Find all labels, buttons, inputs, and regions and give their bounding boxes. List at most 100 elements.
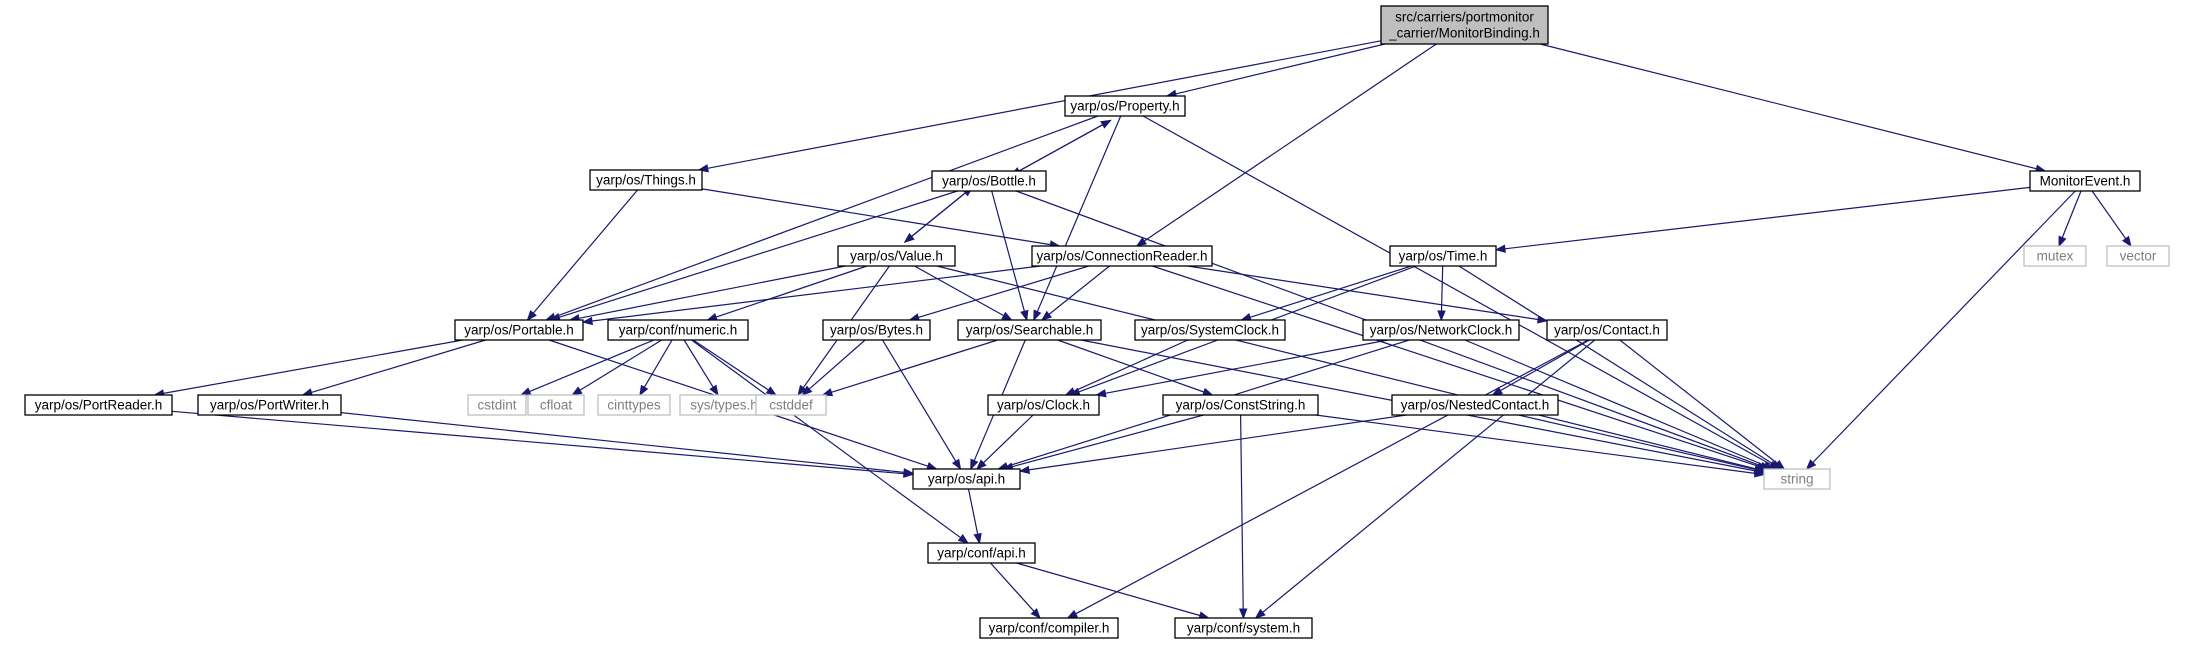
node-portreader[interactable]: yarp/os/PortReader.h [24,394,173,416]
edge-line [1143,43,1437,242]
node-cstdint: cstdint [467,394,527,416]
node-monitorevent[interactable]: MonitorEvent.h [2029,170,2141,192]
edges-layer [153,40,2132,620]
node-property[interactable]: yarp/os/Property.h [1064,95,1186,117]
node-box [979,617,1119,639]
edge-numeric-to-cstdint [519,339,655,396]
edge-arrowhead [519,387,532,396]
edge-arrowhead [1020,309,1029,322]
node-label: yarp/os/Portable.h [464,323,574,338]
node-confapi[interactable]: yarp/conf/api.h [927,542,1036,564]
node-value[interactable]: yarp/os/Value.h [837,245,956,267]
node-label: yarp/conf/compiler.h [989,621,1110,636]
edge-time-to-sysclock [1240,265,1412,322]
node-cstddef: cstddef [755,394,827,416]
edge-arrowhead [709,384,719,397]
node-label: _carrier/MonitorBinding.h [1388,26,1540,41]
node-netclock[interactable]: yarp/os/NetworkClock.h [1362,319,1520,341]
edge-line [532,189,638,314]
edge-line [982,414,1034,464]
node-box [957,319,1102,341]
edge-line [1075,339,1589,615]
edge-contact-to-compiler [1066,339,1589,619]
edge-line [990,562,1035,612]
edge-arrowhead [1100,119,1112,129]
edge-value-to-string [936,265,1766,473]
node-box [1763,468,1831,490]
edge-searchable-to-conststring [1057,339,1214,396]
node-portwriter[interactable]: yarp/os/PortWriter.h [197,394,342,416]
node-searchable[interactable]: yarp/os/Searchable.h [957,319,1102,341]
node-portable[interactable]: yarp/os/Portable.h [454,319,584,341]
node-time[interactable]: yarp/os/Time.h [1389,245,1497,267]
node-bytes[interactable]: yarp/os/Bytes.h [822,319,931,341]
node-box [1031,245,1213,267]
edge-searchable-to-cstddef [821,339,998,397]
node-systypes: sys/types.h [679,394,769,416]
edge-line [1440,265,1444,312]
edge-arrowhead [801,385,813,396]
edge-arrowhead [1805,459,1817,470]
edge-numeric-to-cstddef [692,339,778,396]
edge-arrowhead [970,458,979,471]
edge-value-to-numeric [706,265,868,321]
edge-line [1249,265,1412,318]
edge-line [707,40,1382,169]
node-label: cinttypes [607,398,661,413]
edge-arrowhead [1033,309,1042,322]
node-label: cstdint [477,398,516,413]
edge-line [991,190,1025,312]
edge-root-to-monitorevent [1539,43,2047,173]
node-label: yarp/os/Bottle.h [942,174,1036,189]
edge-line [1142,115,1772,466]
edge-line [340,412,905,473]
edge-nestedcontact-to-string [1518,414,1766,474]
node-bottle[interactable]: yarp/os/Bottle.h [931,170,1047,192]
node-connreader[interactable]: yarp/os/ConnectionReader.h [1031,245,1213,267]
edge-line [2091,190,2127,240]
edge-line [1240,414,1244,610]
edge-bytes-to-osapi [881,339,962,471]
edge-portable-to-portreader [153,339,464,398]
edge-arrowhead [975,459,987,470]
edge-property-to-searchable [1033,115,1122,322]
node-conststring[interactable]: yarp/os/ConstString.h [1162,394,1319,416]
edge-arrowhead [1066,609,1079,619]
edge-line [914,265,1004,317]
node-box [1362,319,1520,341]
node-root[interactable]: src/carriers/portmonitor_carrier/Monitor… [1380,5,1549,45]
edge-monitorevent-to-vector [2091,190,2132,248]
node-sysclock[interactable]: yarp/os/SystemClock.h [1134,319,1286,341]
node-box [1391,394,1559,416]
edge-sysclock-to-clock [1064,339,1189,396]
node-box [987,394,1100,416]
node-osapi[interactable]: yarp/os/api.h [912,468,1021,490]
node-clock[interactable]: yarp/os/Clock.h [987,394,1100,416]
edge-arrowhead [571,386,583,396]
node-contact[interactable]: yarp/os/Contact.h [1546,319,1668,341]
node-nestedcontact[interactable]: yarp/os/NestedContact.h [1391,394,1559,416]
node-compiler[interactable]: yarp/conf/compiler.h [979,617,1119,639]
edge-connreader-to-contact [1187,265,1549,324]
edge-arrowhead [797,384,807,397]
edge-numeric-to-cfloat [571,339,663,396]
edge-line [701,188,1051,246]
edge-line [1016,562,1201,617]
edge-arrowhead [957,534,970,544]
edge-line [1073,339,1189,392]
edge-arrowhead [1491,386,1503,396]
node-label: yarp/conf/system.h [1187,621,1300,636]
node-things[interactable]: yarp/os/Things.h [589,169,703,191]
node-numeric[interactable]: yarp/conf/numeric.h [607,319,749,341]
edge-line [1105,339,1389,394]
node-box [822,319,931,341]
edge-contact-to-system [1254,339,1596,619]
edge-arrowhead [1064,387,1077,396]
node-box [197,394,342,416]
edge-line [579,339,663,391]
edge-line [311,339,486,393]
node-system[interactable]: yarp/conf/system.h [1174,617,1313,639]
edge-arrowhead [1494,244,1506,253]
edge-bottle-to-property [1010,119,1112,176]
